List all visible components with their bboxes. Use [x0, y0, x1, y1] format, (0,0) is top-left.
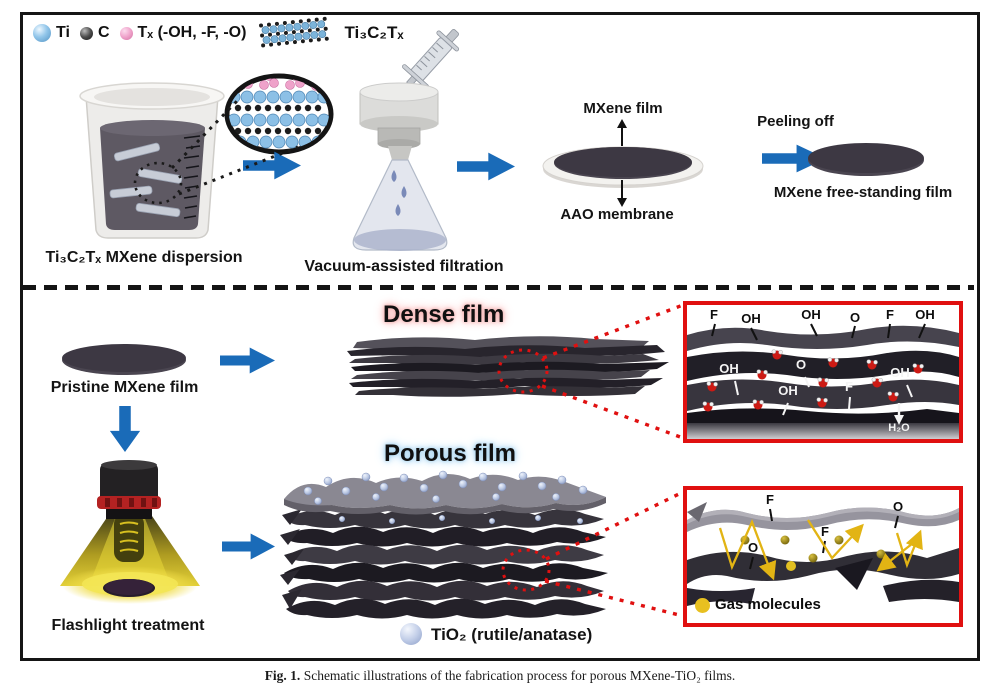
beaker-illustration: [79, 82, 225, 239]
ti-atom-icon: [33, 24, 51, 42]
section-divider: [23, 285, 974, 290]
aao-pointer-arrow: [617, 180, 627, 207]
dense-film-inset: F OH OH O F OH OH O OH F OH H₂O: [683, 301, 963, 443]
filtration-flask-illustration: [352, 82, 448, 251]
aao-membrane-label: AAO membrane: [560, 206, 674, 223]
tx-legend-label: Tₓ (-OH, -F, -O): [137, 24, 247, 41]
h2o-label: H₂O: [888, 422, 910, 434]
dense-inset-inner-oh3: OH: [890, 365, 910, 380]
flashlight-label: Flashlight treatment: [51, 617, 205, 634]
flashlight-illustration: [60, 460, 200, 604]
tx-atom-icon: [119, 26, 133, 40]
dense-inset-inner-oh1: OH: [719, 361, 739, 376]
mxene-film-pointer-arrow: [617, 119, 627, 146]
dense-inset-label-oh1: OH: [741, 311, 761, 326]
gas-molecule-icon: [695, 598, 710, 613]
porous-inset-label-o2: O: [747, 540, 759, 555]
dispersion-label: Ti₃C₂Tₓ MXene dispersion: [45, 249, 243, 266]
film-on-aao-illustration: [542, 146, 704, 188]
dense-inset-label-oh3: OH: [915, 307, 935, 322]
syringe-icon: [398, 29, 460, 96]
porous-inset-illustration: [687, 502, 959, 606]
dense-inset-inner-f: F: [845, 379, 853, 394]
porous-inset-label-f2: F: [821, 524, 829, 539]
peeling-off-label: Peeling off: [757, 113, 834, 130]
dense-inset-label-o1: O: [849, 310, 861, 325]
caption-prefix: Fig. 1.: [264, 668, 301, 683]
dense-inset-illustration: [687, 323, 959, 439]
mxene-nanosheet-icon: [259, 16, 330, 48]
mxene-film-label: MXene film: [583, 100, 663, 117]
free-standing-film-label: MXene free-standing film: [773, 184, 953, 201]
tio2-legend-label: TiO₂ (rutile/anatase): [431, 625, 593, 644]
atomic-structure-magnifier: [224, 73, 334, 155]
pristine-film-illustration: [62, 344, 186, 375]
porous-film-title: Porous film: [384, 440, 517, 467]
mxene-formula-label: Ti₃C₂Tₓ: [344, 23, 404, 42]
porous-inset-label-f1: F: [766, 492, 774, 507]
c-atom-icon: [79, 26, 93, 40]
c-legend-label: C: [97, 24, 110, 41]
dense-inset-label-f2: F: [886, 307, 894, 322]
tio2-sphere-icon: [400, 623, 422, 645]
filtration-label: Vacuum-assisted filtration: [304, 258, 504, 275]
materials-legend: Ti C Tₓ (-OH, -F, -O) Ti₃C₂Tₓ: [33, 16, 404, 50]
figure-caption: Fig. 1. Schematic illustrations of the f…: [0, 668, 1000, 684]
ti-legend-label: Ti: [56, 24, 70, 41]
dense-inset-inner-o: O: [795, 357, 807, 372]
dense-inset-inner-oh2: OH: [778, 383, 798, 398]
dense-film-illustration: [347, 336, 669, 397]
gas-molecules-label: Gas molecules: [715, 596, 821, 613]
porous-film-illustration: [280, 470, 608, 619]
free-standing-film-illustration: [808, 143, 924, 176]
dense-inset-label-oh2: OH: [801, 307, 821, 322]
porous-inset-label-o1: O: [892, 499, 904, 514]
dense-film-title: Dense film: [383, 301, 505, 328]
porous-film-inset: F O F O Gas molecules: [683, 486, 963, 627]
pristine-film-label: Pristine MXene film: [50, 379, 199, 396]
dense-inset-label-f1: F: [710, 307, 718, 322]
caption-text: Schematic illustrations of the fabricati…: [303, 668, 736, 683]
